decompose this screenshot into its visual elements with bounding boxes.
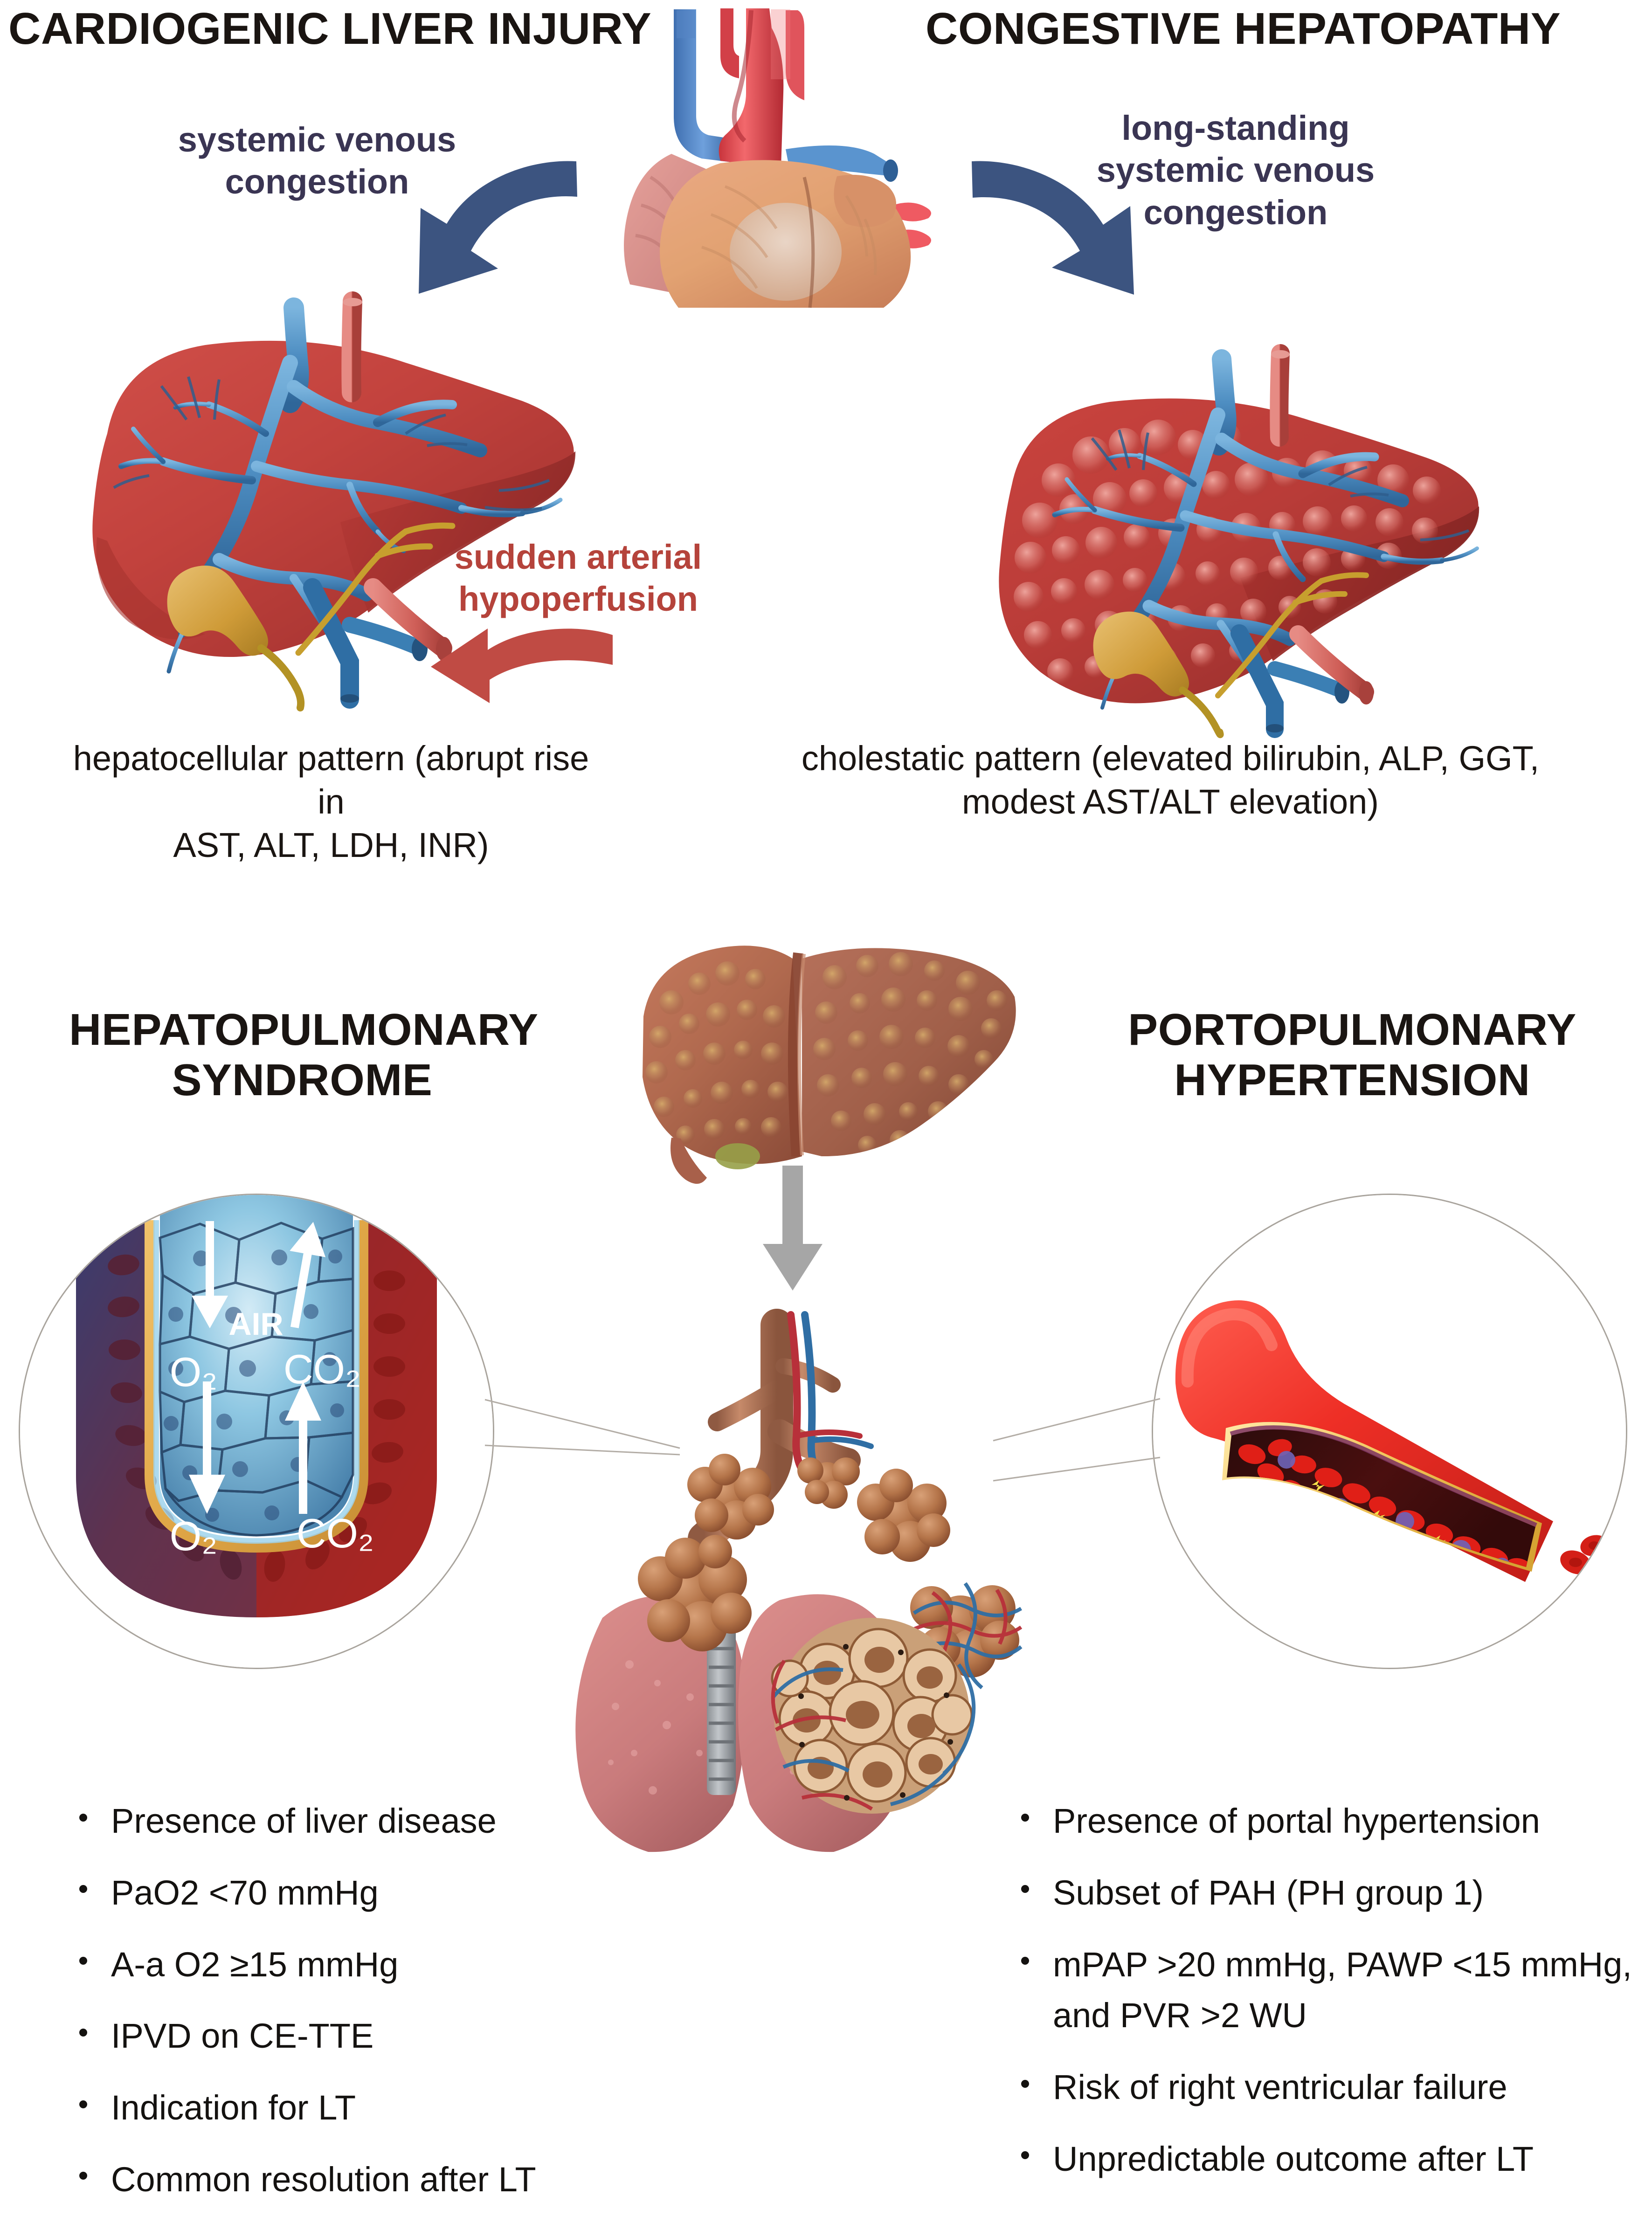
bullet-dot <box>79 1813 87 1822</box>
list-item-label: PaO2 <70 mmHg <box>111 1873 379 1912</box>
alveolus-gas-exchange-illustration: AIR O₂ CO₂ O₂ CO₂ <box>20 1195 493 1668</box>
section-title-cardiogenic-liver-injury: CARDIOGENIC LIVER INJURY <box>8 4 652 54</box>
label-long-standing-systemic-venous-congestion: long-standing systemic venous congestion <box>1068 107 1403 234</box>
list-item: Subset of PAH (PH group 1) <box>1016 1871 1641 1914</box>
bullet-dot <box>79 1885 87 1893</box>
list-item-label: mPAP >20 mmHg, PAWP <15 mmHg, <box>1053 1945 1632 1984</box>
lungs-illustration <box>550 1296 1110 1856</box>
bullet-dot <box>79 2028 87 2037</box>
title-line-1: PORTOPULMONARY <box>1128 1005 1576 1055</box>
liver-illustration <box>51 280 601 711</box>
blood-vessel-cross-section-illustration <box>1153 1195 1626 1668</box>
section-title-hepatopulmonary-syndrome: HEPATOPULMONARY SYNDROME <box>69 1005 539 1106</box>
list-item: Common resolution after LT <box>75 2158 625 2201</box>
list-item-label: Subset of PAH (PH group 1) <box>1053 1873 1484 1912</box>
label-line-3: congestion <box>1143 193 1328 232</box>
label-co2-blood: CO₂ <box>297 1510 374 1556</box>
bullet-dot <box>1021 1957 1029 1965</box>
label-line-1: sudden arterial <box>454 538 702 576</box>
caption-line-1: cholestatic pattern (elevated bilirubin,… <box>801 739 1540 778</box>
caption-line-2: modest AST/ALT elevation) <box>962 782 1379 822</box>
leader-line-right <box>993 1389 1161 1492</box>
cirrhotic-liver-illustration <box>615 914 1026 1203</box>
bullet-dot <box>1021 2151 1029 2160</box>
caption-line-1: hepatocellular pattern (abrupt rise in <box>73 739 589 822</box>
straight-gray-arrow-down-icon <box>760 1166 825 1291</box>
label-sudden-arterial-hypoperfusion: sudden arterial hypoperfusion <box>434 536 723 621</box>
title-line-2: SYNDROME <box>172 1055 433 1105</box>
bullet-dot <box>79 2100 87 2108</box>
caption-line-2: AST, ALT, LDH, INR) <box>173 826 489 865</box>
bullet-dot <box>1021 1885 1029 1893</box>
bullet-dot <box>79 1957 87 1965</box>
list-item-label: Unpredictable outcome after LT <box>1053 2139 1534 2178</box>
portopulmonary-bullet-list: Presence of portal hypertension Subset o… <box>1016 1800 1641 2209</box>
list-item-label: A-a O2 ≥15 mmHg <box>111 1945 399 1984</box>
label-air: AIR <box>228 1306 283 1342</box>
list-item: Presence of liver disease <box>75 1800 625 1843</box>
label-line-1: long-standing <box>1121 109 1350 147</box>
label-line-2: hypoperfusion <box>458 580 698 619</box>
list-item-label: and PVR >2 WU <box>1053 1996 1307 2035</box>
list-item-label: Risk of right ventricular failure <box>1053 2068 1507 2106</box>
list-item: A-a O2 ≥15 mmHg <box>75 1943 625 1986</box>
curved-red-arrow-left-icon <box>424 625 620 713</box>
figure-canvas: CARDIOGENIC LIVER INJURY CONGESTIVE HEPA… <box>8 0 1632 2199</box>
label-co2-alveolar: CO₂ <box>283 1346 361 1392</box>
list-item-continuation: and PVR >2 WU <box>1016 1994 1641 2037</box>
list-item-label: Common resolution after LT <box>111 2160 536 2199</box>
list-item-label: Presence of portal hypertension <box>1053 1802 1540 1840</box>
list-item: Indication for LT <box>75 2086 625 2129</box>
title-line-1: HEPATOPULMONARY <box>69 1005 539 1055</box>
label-o2-blood: O₂ <box>170 1513 218 1559</box>
list-item: Unpredictable outcome after LT <box>1016 2138 1641 2181</box>
bullet-dot <box>1021 1813 1029 1822</box>
section-title-congestive-hepatopathy: CONGESTIVE HEPATOPATHY <box>926 4 1561 54</box>
label-systemic-venous-congestion: systemic venous congestion <box>145 119 490 203</box>
list-item-label: Indication for LT <box>111 2088 356 2127</box>
label-line-2: congestion <box>225 162 409 201</box>
caption-hepatocellular-pattern: hepatocellular pattern (abrupt rise in A… <box>56 737 606 867</box>
heart-illustration <box>585 0 940 308</box>
curved-blue-arrow-down-left-icon <box>392 154 588 331</box>
title-line-2: HYPERTENSION <box>1174 1055 1530 1105</box>
list-item: Presence of portal hypertension <box>1016 1800 1641 1843</box>
list-item: mPAP >20 mmHg, PAWP <15 mmHg, <box>1016 1943 1641 1986</box>
list-item: Risk of right ventricular failure <box>1016 2066 1641 2109</box>
label-o2-alveolar: O₂ <box>170 1349 218 1395</box>
list-item: PaO2 <70 mmHg <box>75 1871 625 1914</box>
list-item-label: IPVD on CE-TTE <box>111 2016 374 2056</box>
curved-blue-arrow-down-right-icon <box>965 154 1161 331</box>
congested-liver-illustration <box>961 344 1511 739</box>
leader-line-left <box>484 1389 681 1464</box>
caption-cholestatic-pattern: cholestatic pattern (elevated bilirubin,… <box>751 737 1590 823</box>
label-line-2: systemic venous <box>1096 151 1375 190</box>
bullet-dot <box>79 2172 87 2180</box>
list-item: IPVD on CE-TTE <box>75 2015 625 2057</box>
alveolus-gas-exchange-inset: AIR O₂ CO₂ O₂ CO₂ <box>19 1194 494 1669</box>
bullet-dot <box>1021 2079 1029 2088</box>
section-title-portopulmonary-hypertension: PORTOPULMONARY HYPERTENSION <box>1110 1005 1595 1106</box>
blood-vessel-inset <box>1152 1194 1627 1669</box>
label-line-1: systemic venous <box>178 120 456 159</box>
list-item-label: Presence of liver disease <box>111 1802 497 1840</box>
hepatopulmonary-bullet-list: Presence of liver disease PaO2 <70 mmHg … <box>75 1800 625 2230</box>
